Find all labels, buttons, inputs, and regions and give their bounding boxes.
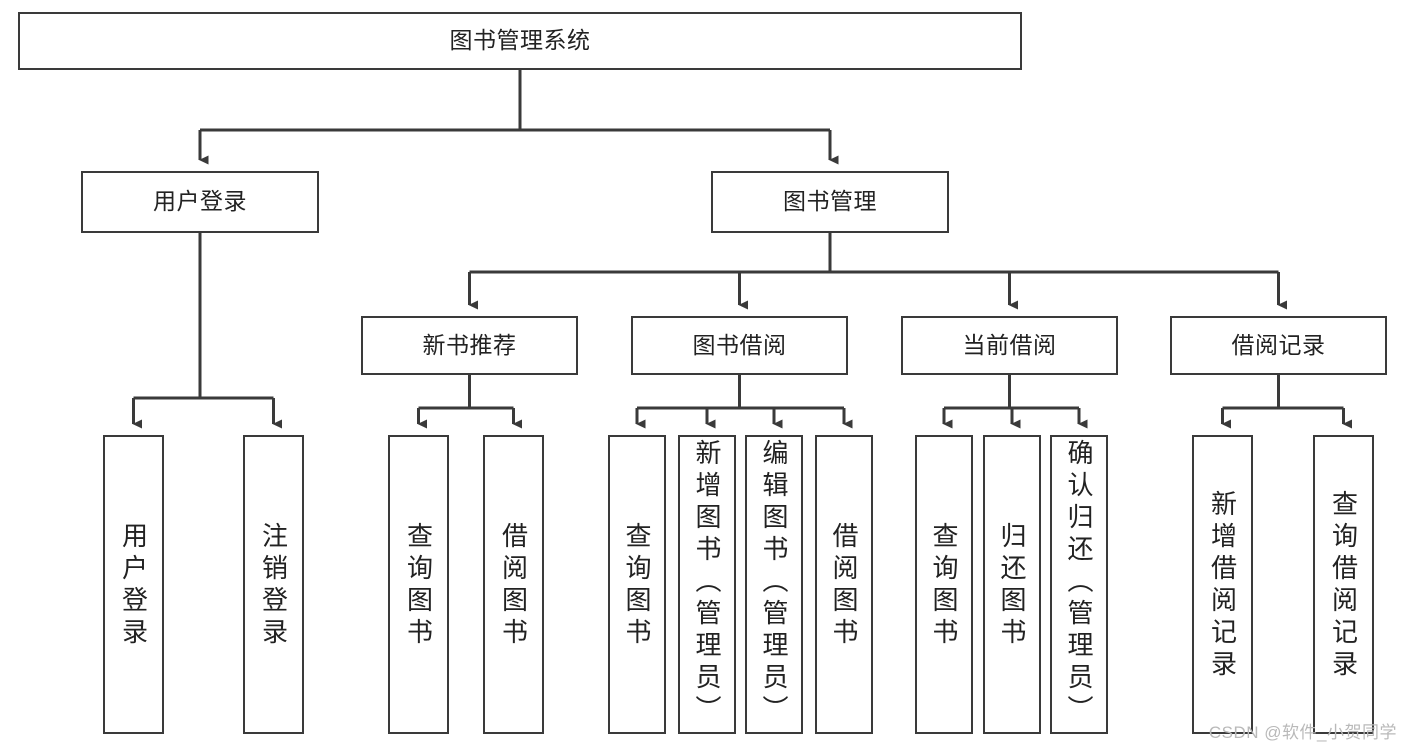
leaf-node[interactable]: 借阅图书 xyxy=(483,435,544,734)
leaf-node[interactable]: 查询图书 xyxy=(608,435,666,734)
node-label: 图书管理系统 xyxy=(449,27,591,54)
leaf-node[interactable]: 用户登录 xyxy=(103,435,164,734)
leaf-node[interactable]: 编辑图书（管理员） xyxy=(745,435,803,734)
node-label: 借阅图书 xyxy=(829,521,859,650)
node-user-login[interactable]: 用户登录 xyxy=(81,171,319,233)
node-label: 注销登录 xyxy=(258,521,289,650)
node-label: 查询借阅记录 xyxy=(1328,489,1359,682)
leaf-node[interactable]: 归还图书 xyxy=(983,435,1041,734)
node-label: 图书管理 xyxy=(783,188,877,215)
node-label: 用户登录 xyxy=(118,521,149,650)
node-book-borrow[interactable]: 图书借阅 xyxy=(631,316,848,375)
leaf-node[interactable]: 新增图书（管理员） xyxy=(678,435,736,734)
node-label: 用户登录 xyxy=(153,188,247,215)
node-label: 查询图书 xyxy=(622,521,652,650)
leaf-node[interactable]: 注销登录 xyxy=(243,435,304,734)
leaf-node[interactable]: 确认归还（管理员） xyxy=(1050,435,1108,734)
node-label: 编辑图书（管理员） xyxy=(759,439,789,727)
node-label: 图书借阅 xyxy=(692,331,787,358)
leaf-node[interactable]: 借阅图书 xyxy=(815,435,873,734)
node-label: 新增图书（管理员） xyxy=(692,439,722,727)
node-label: 确认归还（管理员） xyxy=(1064,439,1094,727)
leaf-node[interactable]: 查询借阅记录 xyxy=(1313,435,1374,734)
node-label: 查询图书 xyxy=(403,521,434,650)
node-label: 借阅图书 xyxy=(498,521,529,650)
node-label: 查询图书 xyxy=(929,521,959,650)
leaf-node[interactable]: 查询图书 xyxy=(388,435,449,734)
node-label: 借阅记录 xyxy=(1231,331,1326,358)
node-label: 当前借阅 xyxy=(962,331,1057,358)
leaf-node[interactable]: 新增借阅记录 xyxy=(1192,435,1253,734)
leaf-node[interactable]: 查询图书 xyxy=(915,435,973,734)
node-label: 新增借阅记录 xyxy=(1207,489,1238,682)
node-label: 归还图书 xyxy=(997,521,1027,650)
node-root-system[interactable]: 图书管理系统 xyxy=(18,12,1022,70)
node-book-management[interactable]: 图书管理 xyxy=(711,171,949,233)
node-new-book-recommend[interactable]: 新书推荐 xyxy=(361,316,578,375)
node-label: 新书推荐 xyxy=(422,331,517,358)
node-current-borrow[interactable]: 当前借阅 xyxy=(901,316,1118,375)
node-borrow-record[interactable]: 借阅记录 xyxy=(1170,316,1387,375)
